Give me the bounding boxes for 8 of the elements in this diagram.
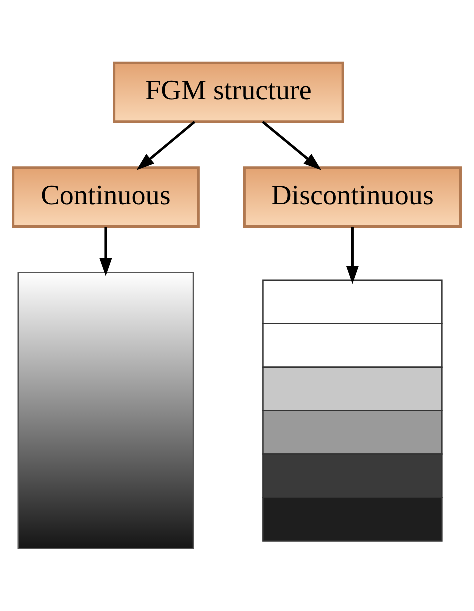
node-box xyxy=(18,272,194,550)
arrow xyxy=(136,120,196,170)
node-box: Discontinuous xyxy=(243,166,462,228)
arrow xyxy=(346,226,359,284)
node-box: Continuous xyxy=(12,166,200,228)
arrow xyxy=(262,120,322,170)
arrow xyxy=(100,226,112,276)
node-box: FGM structure xyxy=(113,61,344,123)
